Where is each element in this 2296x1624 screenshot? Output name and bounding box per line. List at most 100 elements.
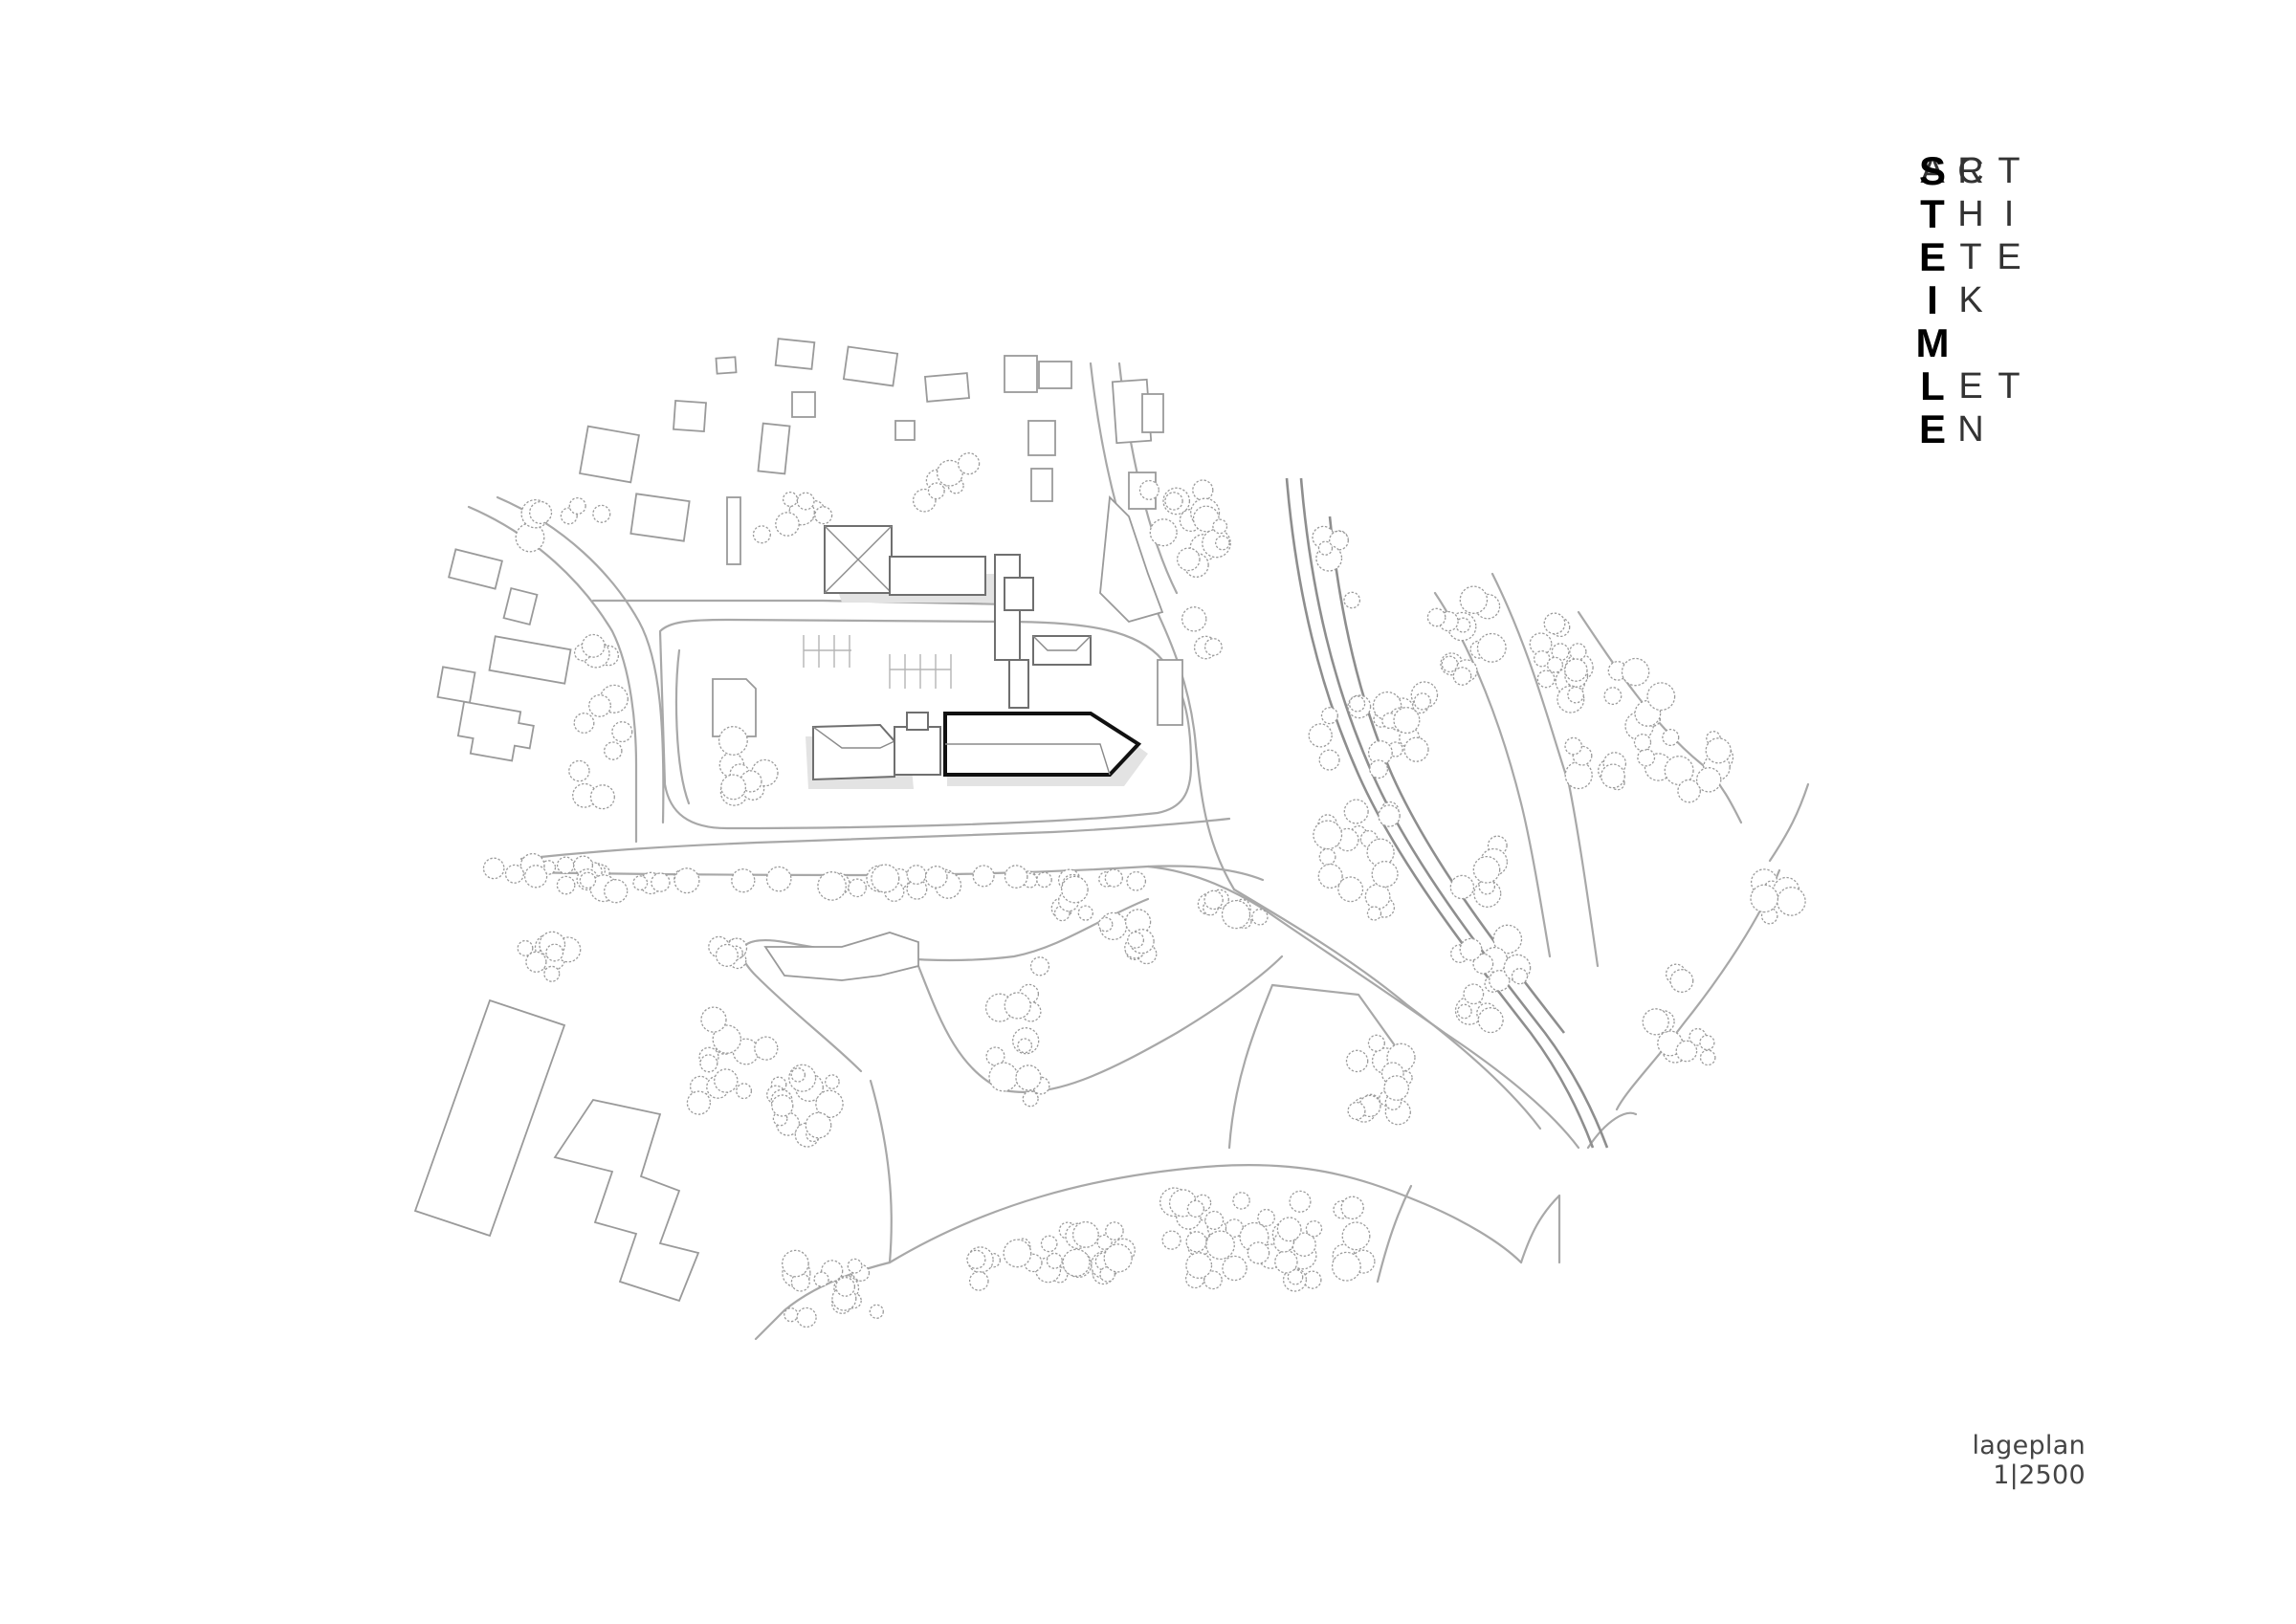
logo-letter: T bbox=[1998, 151, 2020, 191]
house bbox=[448, 548, 503, 590]
tree-icon bbox=[1457, 1003, 1472, 1020]
tree-icon bbox=[936, 459, 963, 487]
east-wing bbox=[1004, 577, 1034, 611]
tree-icon bbox=[1062, 1248, 1091, 1277]
tree-icon bbox=[1303, 1270, 1322, 1289]
road-southeast bbox=[1519, 1194, 1561, 1264]
tree-icon bbox=[1040, 1235, 1058, 1253]
tree-layer bbox=[482, 452, 1806, 1328]
rail-track-2 bbox=[1299, 477, 1609, 1149]
school-inner-drive bbox=[674, 648, 691, 805]
tree-icon bbox=[1247, 1241, 1270, 1264]
tree-icon bbox=[1203, 1270, 1223, 1290]
logo-letter-bold: T bbox=[1920, 191, 1945, 236]
tree-icon bbox=[1364, 884, 1391, 910]
tree-icon bbox=[1564, 658, 1588, 682]
tree-icon bbox=[1463, 983, 1485, 1005]
logo-letter: I bbox=[2003, 194, 2015, 234]
tree-icon bbox=[525, 951, 547, 973]
tree-icon bbox=[1378, 804, 1401, 827]
tree-icon bbox=[848, 878, 867, 898]
tree-icon bbox=[1232, 1192, 1250, 1210]
tree-icon bbox=[1564, 736, 1583, 756]
tree-icon bbox=[1313, 820, 1343, 850]
tree-icon bbox=[1383, 1075, 1410, 1101]
south-tower bbox=[906, 712, 929, 731]
south-connector bbox=[894, 726, 941, 776]
existing-school-buildings bbox=[803, 525, 1092, 789]
tree-icon bbox=[1476, 632, 1507, 663]
tree-icon bbox=[1138, 479, 1159, 500]
logo-letter: K bbox=[1958, 280, 1983, 320]
tree-icon bbox=[1127, 931, 1145, 949]
tree-icon bbox=[589, 784, 615, 810]
house bbox=[1038, 361, 1072, 389]
tree-icon bbox=[1369, 759, 1389, 779]
house bbox=[502, 586, 539, 626]
tree-icon bbox=[796, 492, 815, 511]
tree-icon bbox=[1205, 1230, 1235, 1261]
path-east-4 bbox=[1768, 782, 1810, 863]
tree-icon bbox=[1149, 518, 1178, 547]
road-south-loop-a bbox=[740, 897, 1150, 1073]
rail-track-1 bbox=[1285, 477, 1595, 1149]
road-south-arc bbox=[888, 1164, 1523, 1264]
tree-icon bbox=[972, 865, 995, 888]
road-east-sweep-2 bbox=[1232, 888, 1542, 1130]
tree-icon bbox=[1017, 1038, 1033, 1054]
tree-icon bbox=[1472, 855, 1501, 884]
logo-letter: E bbox=[1997, 237, 2021, 277]
tree-icon bbox=[718, 726, 748, 756]
tree-icon bbox=[813, 1271, 829, 1287]
villa-center bbox=[712, 678, 757, 737]
tree-icon bbox=[592, 504, 611, 523]
tree-icon bbox=[790, 1067, 806, 1083]
tree-icon bbox=[1341, 1221, 1371, 1251]
railway-tracks bbox=[1285, 477, 1609, 1149]
tree-icon bbox=[1097, 916, 1114, 933]
house bbox=[1027, 420, 1056, 456]
tree-icon bbox=[906, 865, 927, 886]
large-building-southwest-1 bbox=[413, 999, 566, 1238]
house bbox=[726, 496, 741, 565]
logo-letter-bold: E bbox=[1918, 234, 1946, 279]
tree-icon bbox=[1003, 1239, 1032, 1268]
tree-icon bbox=[568, 496, 586, 516]
tree-icon bbox=[814, 506, 833, 525]
tree-icon bbox=[1212, 518, 1228, 535]
tree-icon bbox=[1104, 868, 1123, 888]
tree-icon bbox=[1536, 669, 1556, 689]
tree-icon bbox=[765, 866, 792, 892]
tree-icon bbox=[1022, 1090, 1039, 1108]
tree-icon bbox=[1274, 1250, 1298, 1274]
tree-icon bbox=[1477, 1007, 1504, 1034]
school-site-boundary bbox=[658, 618, 1193, 830]
tree-icon bbox=[1426, 607, 1446, 627]
tree-icon bbox=[1675, 1040, 1698, 1063]
tree-icon bbox=[927, 482, 945, 500]
tree-icon bbox=[1077, 905, 1093, 921]
tree-icon bbox=[1222, 1255, 1247, 1282]
tree-icon bbox=[699, 1054, 718, 1073]
tree-icon bbox=[817, 871, 847, 901]
house bbox=[629, 493, 691, 542]
tree-icon bbox=[712, 1024, 742, 1054]
tree-icon bbox=[1569, 643, 1587, 661]
tree-icon bbox=[1071, 1220, 1099, 1248]
tree-icon bbox=[1186, 1199, 1205, 1218]
tree-icon bbox=[1161, 1230, 1181, 1250]
tree-icon bbox=[1096, 1234, 1113, 1250]
tree-icon bbox=[731, 868, 756, 893]
tree-icon bbox=[651, 872, 671, 892]
tree-icon bbox=[1124, 909, 1152, 935]
tree-icon bbox=[604, 879, 629, 904]
tree-icon bbox=[482, 857, 505, 880]
tree-icon bbox=[1403, 736, 1429, 762]
tree-icon bbox=[1664, 756, 1694, 786]
tree-icon bbox=[573, 713, 595, 734]
tree-icon bbox=[1046, 1252, 1063, 1269]
tree-icon bbox=[1317, 540, 1334, 556]
tree-icon bbox=[529, 500, 553, 525]
tree-icon bbox=[1633, 734, 1652, 752]
